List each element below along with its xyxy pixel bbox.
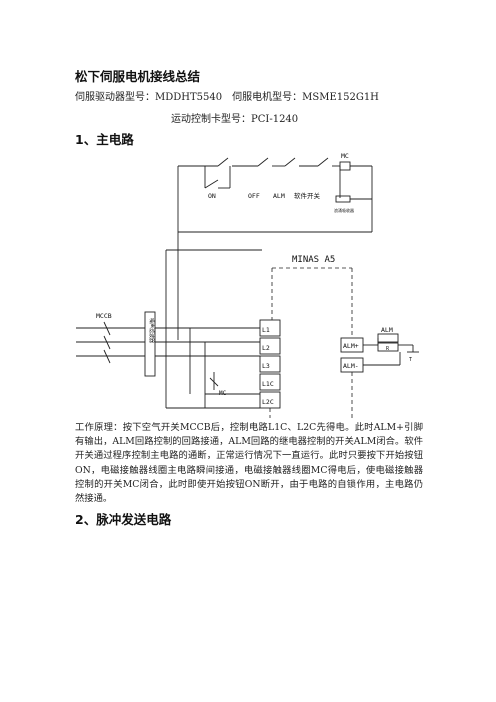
working-principle-paragraph: 工作原理：按下空气开关MCCB后，控制电路L1C、L2C先得电。此时ALM+引脚… [75,422,423,505]
label-l1: L1 [262,326,270,334]
label-mc-top: MC [341,152,349,160]
on-switch-contact [217,157,229,167]
mc-coil-top [339,161,351,171]
label-alm-relay: ALM [381,326,393,334]
motion-card-model: 运动控制卡型号：PCI-1240 [171,114,299,125]
terminal-l2 [259,337,281,355]
noise-filter-box [144,311,156,377]
label-off: OFF [248,192,260,200]
page-title: 松下伺服电机接线总结 [75,69,201,84]
label-l2: L2 [262,344,270,352]
label-mc-bottom: MC [219,390,227,397]
label-on: ON [208,192,216,200]
label-minas: MINAS A5 [292,255,335,265]
terminal-l1 [259,319,281,337]
label-l3: L3 [262,362,270,370]
section-heading-pulse-circuit: 2、脉冲发送电路 [75,512,172,527]
label-l2c: L2C [262,398,274,406]
label-relay-r: R [386,346,390,352]
surge-absorber-box [335,195,351,203]
label-mccb: MCCB [96,312,112,320]
label-alm-plus: ALM+ [343,342,359,350]
label-software-switch: 软件开关 [294,191,321,200]
label-l1c: L1C [262,380,274,388]
label-alm-minus: ALM- [343,362,359,370]
label-ground: T [409,357,412,363]
section-heading-main-circuit: 1、主电路 [75,132,134,147]
mccb-contact [103,321,111,336]
driver-motor-model: 伺服驱动器型号：MDDHT5540 伺服电机型号：MSME152G1H [75,92,379,103]
label-alm-switch: ALM [273,192,285,200]
label-noise-filter: 噪声滤波器 [148,318,155,343]
terminal-l1c [259,373,281,391]
alm-relay [377,333,399,343]
terminal-l3 [259,355,281,373]
label-surge: 浪涌吸收器 [334,207,354,213]
